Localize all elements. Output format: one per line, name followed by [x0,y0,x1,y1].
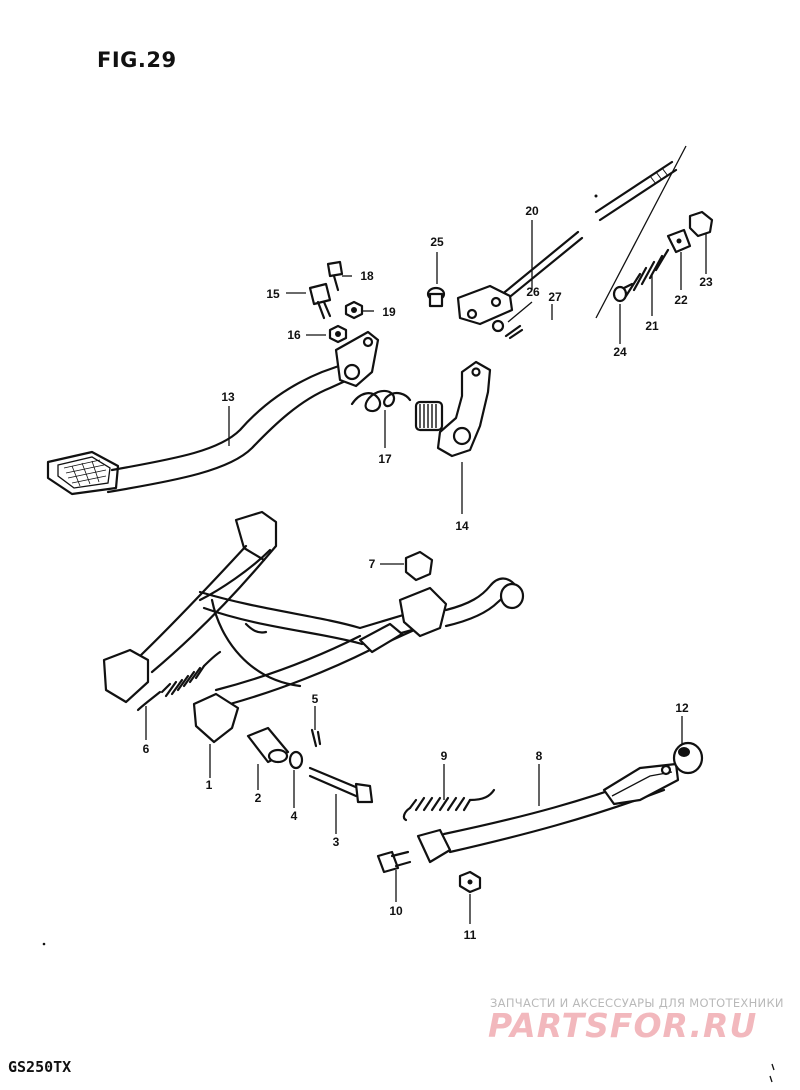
callout-3: 3 [333,835,340,849]
brake-pedal-part-13 [46,330,380,496]
spring-part-6 [136,650,222,712]
callout-12: 12 [675,701,689,715]
side-stand-part-8 [416,762,680,864]
joint-part-22 [666,228,692,254]
collar-part-2 [246,726,290,764]
callout-11: 11 [464,928,477,942]
callout-labels: 1 2 3 4 5 6 7 8 9 10 11 12 13 14 15 16 1… [143,204,713,942]
callout-19: 19 [382,305,396,319]
rod-extension [594,145,687,319]
washer-part-4 [288,750,304,770]
callout-15: 15 [266,287,280,301]
callout-21: 21 [645,319,659,333]
nut-part-16 [328,324,348,344]
watermark-tagline: ЗАПЧАСТИ И АКСЕССУАРЫ ДЛЯ МОТОТЕХНИКИ [490,996,784,1010]
center-stand-part-1 [102,510,525,744]
callout-7: 7 [369,557,376,571]
callout-6: 6 [143,742,150,756]
callout-25: 25 [430,235,444,249]
scan-speck [42,942,46,946]
callout-24: 24 [613,345,627,359]
callout-27: 27 [548,290,562,304]
callout-5: 5 [312,692,319,706]
nut-part-7 [404,550,434,582]
callout-20: 20 [525,204,539,218]
callout-13: 13 [221,390,235,404]
bolt-part-18 [326,260,344,292]
leader-lines [145,220,707,924]
model-code: GS250TX [8,1058,72,1076]
callout-23: 23 [699,275,713,289]
callout-4: 4 [291,809,298,823]
callout-10: 10 [389,904,403,918]
bolt-part-3 [308,766,374,804]
callout-26: 26 [526,285,540,299]
callout-2: 2 [255,791,262,805]
cotter-pin-part-27 [504,324,524,340]
nut-part-23 [688,210,714,238]
callout-1: 1 [206,778,213,792]
scan-mark [769,1063,775,1083]
bolt-part-10 [376,850,412,874]
callout-18: 18 [360,269,374,283]
pin-part-5 [310,728,322,748]
spring-part-9 [402,788,496,822]
nut-part-11 [458,870,482,894]
callout-9: 9 [441,749,448,763]
figure-title: FIG.29 [97,48,177,72]
brake-rod-part-20 [456,230,584,326]
callout-8: 8 [536,749,543,763]
callout-22: 22 [674,293,688,307]
bolt-part-15 [308,282,332,320]
nut-part-19 [344,300,364,320]
spring-part-17 [350,389,412,413]
pin-part-25 [426,286,446,308]
brake-arm-part-14 [414,360,492,458]
callout-16: 16 [287,328,301,342]
callout-17: 17 [378,452,392,466]
damper-part-12 [672,741,704,775]
spring-part-21 [612,248,670,303]
watermark-brand: PARTSFOR.RU [488,1006,758,1045]
callout-14: 14 [455,519,469,533]
washer-part-26 [491,319,505,333]
